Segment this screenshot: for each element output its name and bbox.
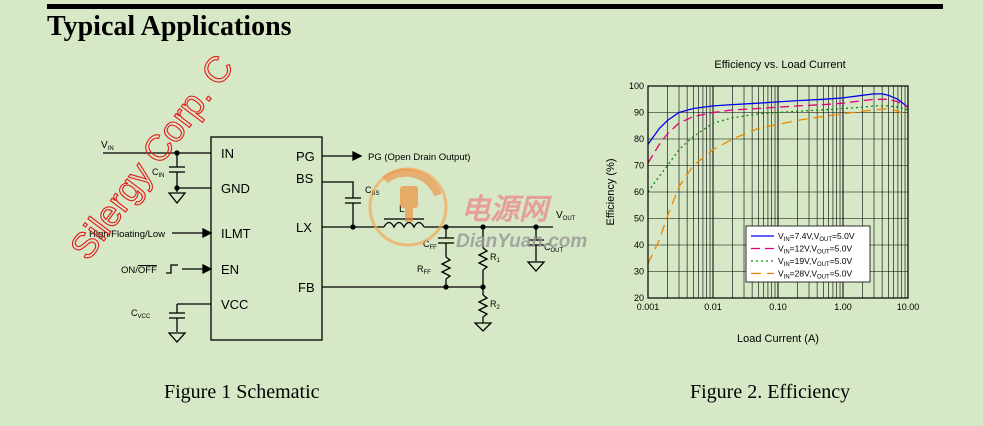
series-line-0 bbox=[647, 93, 909, 145]
pin-bs: BS bbox=[296, 171, 314, 186]
schematic-caption: Figure 1 Schematic bbox=[164, 381, 320, 403]
y-tick-label: 80 bbox=[634, 134, 644, 144]
efficiency-caption: Figure 2. Efficiency bbox=[690, 381, 851, 403]
y-tick-label: 40 bbox=[634, 240, 644, 250]
y-tick-label: 90 bbox=[634, 108, 644, 118]
y-tick-label: 30 bbox=[634, 267, 644, 277]
rff-label: RFF bbox=[417, 264, 431, 276]
y-tick-label: 60 bbox=[634, 187, 644, 197]
pin-lx: LX bbox=[296, 220, 312, 235]
r1-label: R1 bbox=[490, 252, 501, 264]
chart-legend: VIN=7.4V,VOUT=5.0VVIN=12V,VOUT=5.0VVIN=1… bbox=[745, 225, 871, 283]
pin-gnd: GND bbox=[221, 181, 250, 196]
pg-output-label: PG (Open Drain Output) bbox=[368, 152, 470, 163]
x-tick-label: 0.001 bbox=[637, 302, 660, 312]
pin-en: EN bbox=[221, 262, 239, 277]
en-input-label: ON/OFF bbox=[121, 265, 157, 276]
chart-title: Efficiency vs. Load Current bbox=[714, 59, 845, 71]
y-tick-label: 70 bbox=[634, 161, 644, 171]
legend-label: VIN=19V,VOUT=5.0V bbox=[778, 256, 852, 268]
vout-label: VOUT bbox=[556, 210, 576, 222]
top-rule bbox=[47, 4, 943, 9]
pin-fb: FB bbox=[298, 280, 315, 295]
series-line-2 bbox=[647, 105, 909, 193]
legend-label: VIN=28V,VOUT=5.0V bbox=[778, 269, 852, 281]
cff-label: CFF bbox=[423, 239, 437, 251]
pin-ilmt: ILMT bbox=[221, 226, 251, 241]
vin-label: VIN bbox=[101, 140, 114, 152]
x-axis-label: Load Current (A) bbox=[737, 333, 819, 345]
y-tick-label: 50 bbox=[634, 214, 644, 224]
y-axis-label: Efficiency (%) bbox=[605, 158, 617, 225]
cout-label: COUT bbox=[544, 242, 564, 254]
plot-frame bbox=[647, 85, 909, 299]
x-tick-label: 1.00 bbox=[834, 302, 852, 312]
series-line-3 bbox=[647, 107, 909, 264]
pin-pg: PG bbox=[296, 149, 315, 164]
ilmt-input-label: High/Floating/Low bbox=[89, 229, 165, 240]
series-line-1 bbox=[647, 98, 909, 164]
legend-label: VIN=7.4V,VOUT=5.0V bbox=[778, 231, 855, 243]
y-tick-label: 100 bbox=[629, 81, 644, 91]
x-tick-label: 0.01 bbox=[704, 302, 722, 312]
pin-in: IN bbox=[221, 146, 234, 161]
cvcc-label: CVCC bbox=[131, 308, 151, 320]
inductor-label: L bbox=[399, 204, 405, 215]
efficiency-chart: Efficiency vs. Load Current 0.001 0.01 0.1… bbox=[605, 59, 920, 345]
ic-body bbox=[210, 136, 323, 341]
y-tick-label: 20 bbox=[634, 293, 644, 303]
legend-label: VIN=12V,VOUT=5.0V bbox=[778, 244, 852, 256]
legend-box bbox=[745, 225, 871, 283]
cin-label: CIN bbox=[152, 167, 165, 179]
section-heading: Typical Applications bbox=[47, 11, 292, 42]
pin-vcc: VCC bbox=[221, 297, 248, 312]
x-tick-label: 0.10 bbox=[769, 302, 787, 312]
r2-label: R2 bbox=[490, 299, 501, 311]
x-tick-label: 10.00 bbox=[897, 302, 920, 312]
cbs-label: CBS bbox=[365, 185, 380, 197]
